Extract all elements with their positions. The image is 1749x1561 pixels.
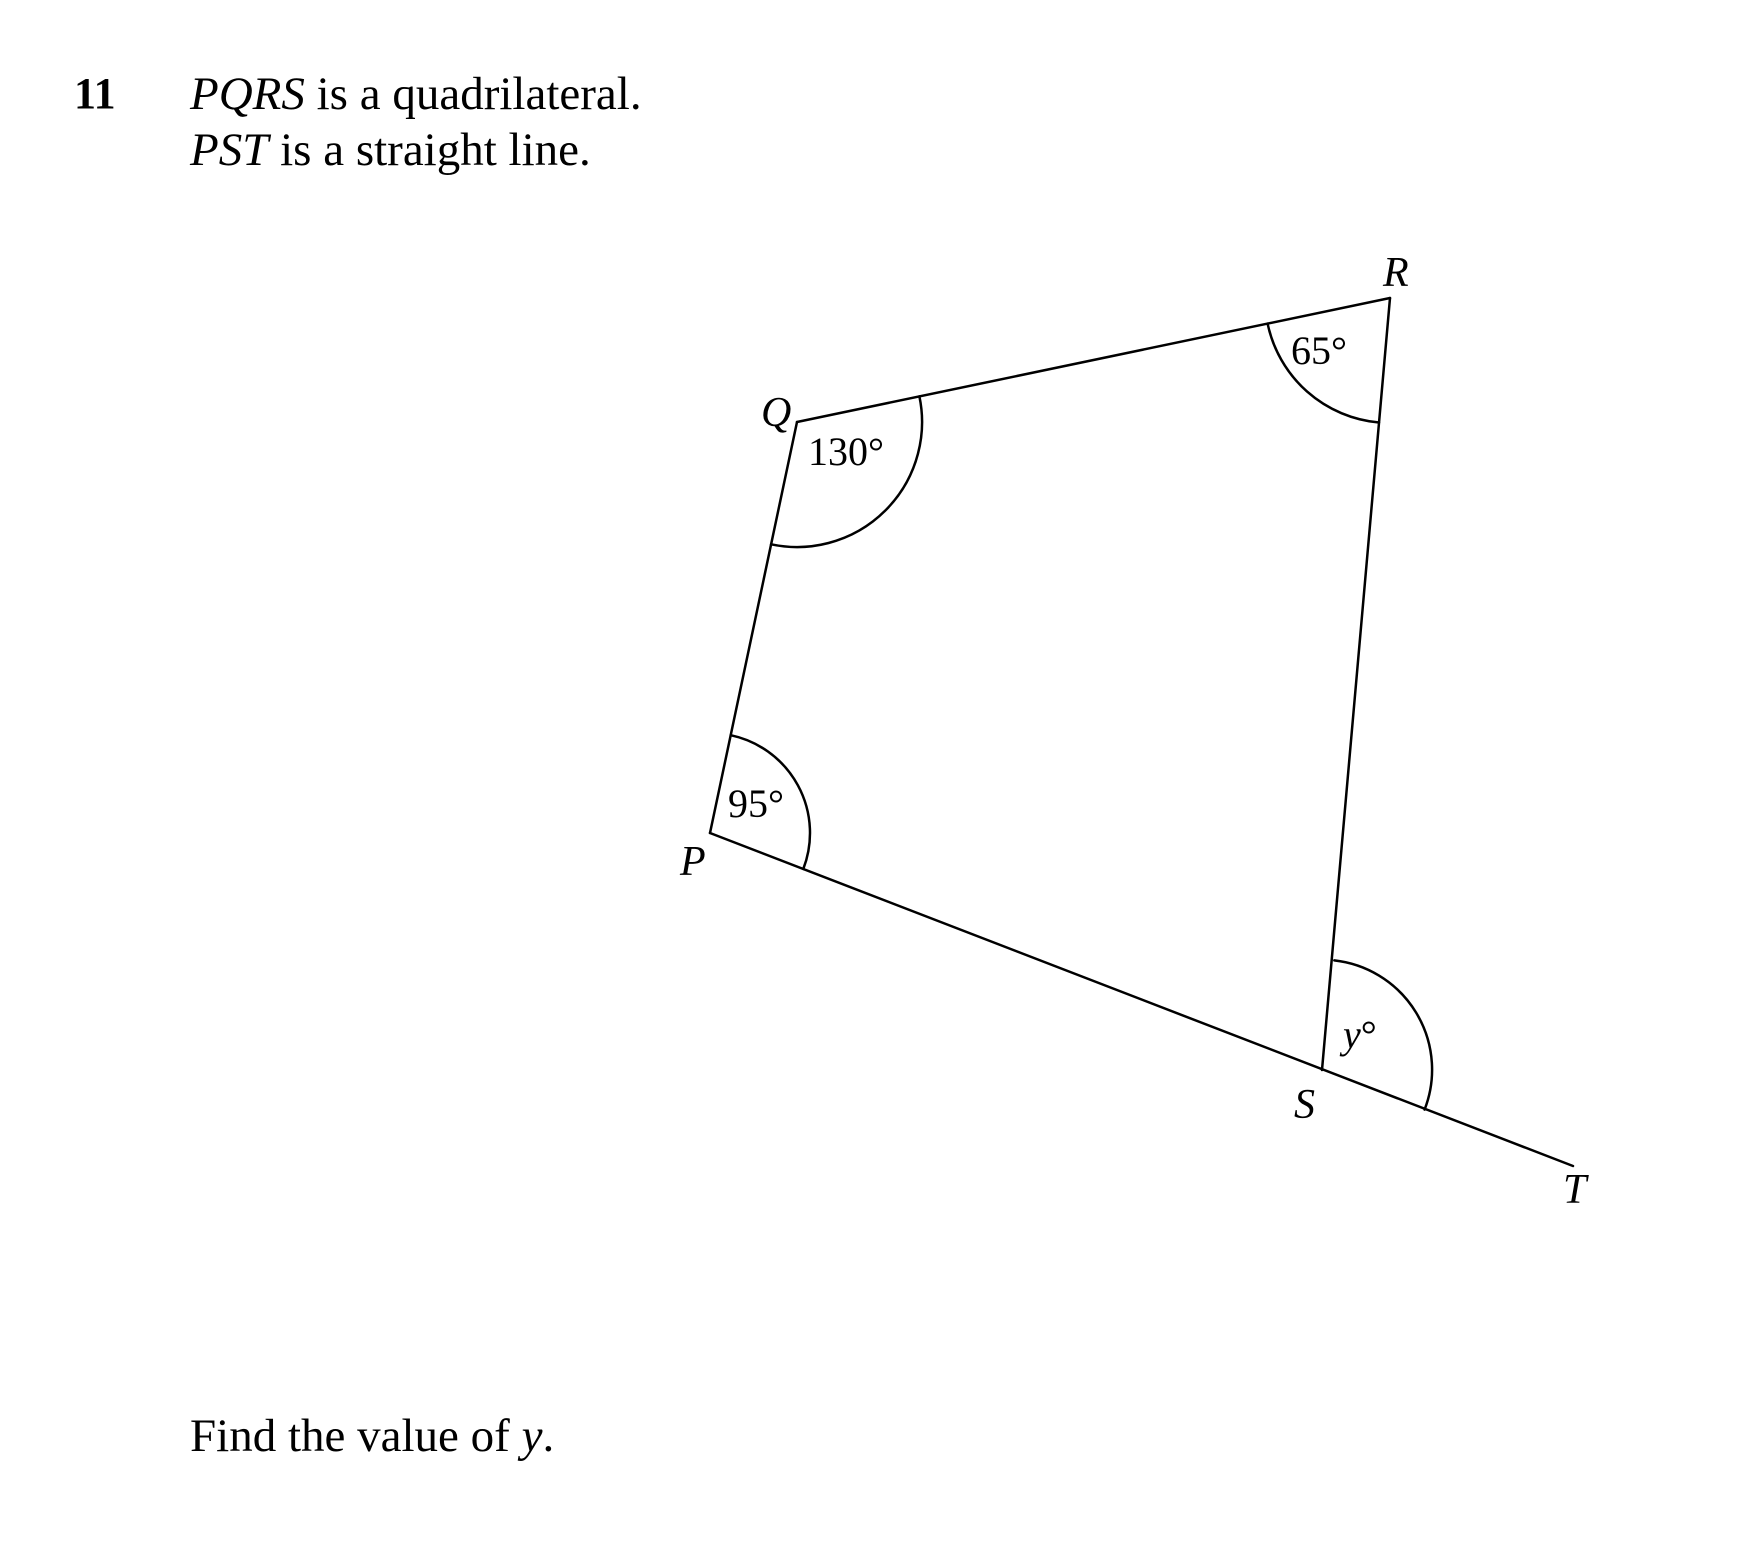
statement-quadrilateral-text: is a quadrilateral. [304,68,642,120]
angle-label-r: 65° [1291,328,1347,373]
angle-label-s: y° [1339,1012,1377,1057]
prompt-text: Find the value of [190,1410,522,1462]
vertex-label-p: P [679,839,706,885]
vertex-label-s: S [1294,1082,1315,1128]
angle-label-q: 130° [808,429,884,474]
angle-variable-y: y [1339,1012,1361,1057]
vertex-label-r: R [1382,250,1409,296]
side-rs [1320,296,1392,1072]
question-prompt: Find the value of y. [190,1408,554,1464]
prompt-end: . [542,1410,555,1462]
side-pq [708,420,799,835]
prompt-variable: y [521,1410,543,1462]
shape-name: PQRS [190,68,305,120]
question-number: 11 [74,69,116,118]
vertex-label-q: Q [761,390,791,436]
side-qr [795,296,1392,424]
vertex-label-t: T [1563,1167,1589,1213]
angle-arc-r [1266,322,1381,424]
angle-label-p: 95° [728,781,784,826]
statement-straight-line: PST is a straight line. [190,122,591,178]
statement-straight-line-text: is a straight line. [268,124,591,176]
angle-arc-q [769,395,924,549]
angle-degree-sign: ° [1361,1012,1377,1057]
line-pst [708,831,1575,1168]
angle-arc-p [729,733,812,871]
statement-quadrilateral: PQRS is a quadrilateral. [190,66,642,122]
line-name: PST [190,124,269,176]
angle-arc-s [1333,959,1434,1111]
